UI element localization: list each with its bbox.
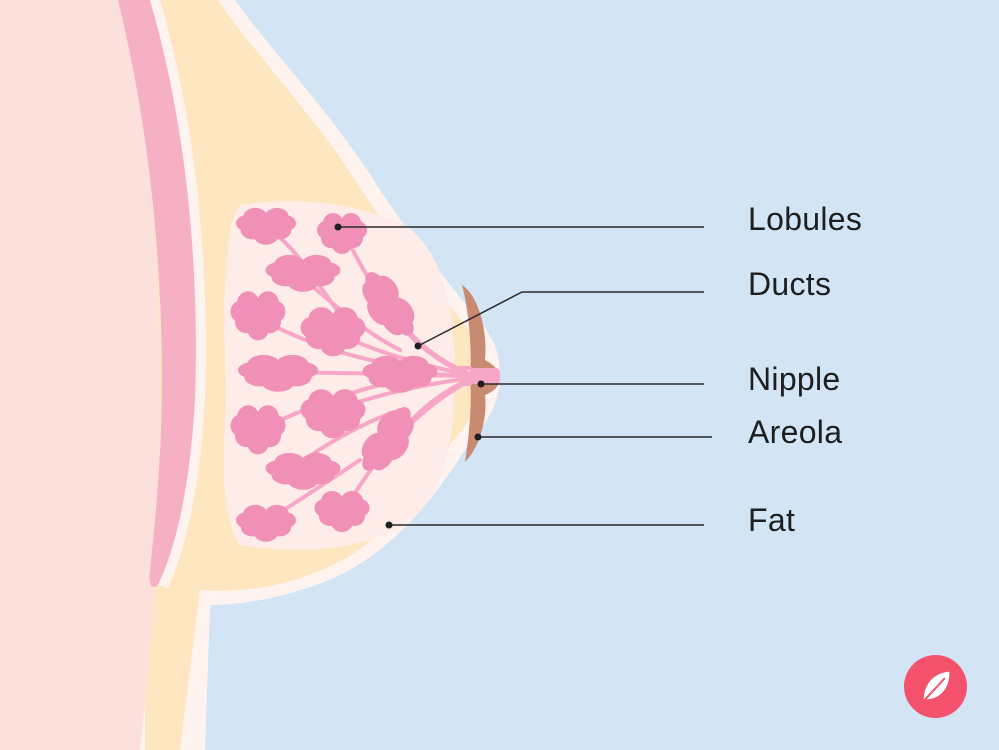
lobules-label: Lobules: [748, 201, 863, 237]
feather-icon: [904, 655, 967, 718]
pectoral-muscle: [118, 0, 196, 587]
ducts-dot: [414, 342, 422, 350]
leader-dots: [334, 223, 485, 529]
fat-dot: [385, 521, 393, 529]
nipple-label: Nipple: [748, 361, 841, 397]
nipple: [470, 368, 500, 384]
areola-dot: [474, 433, 482, 441]
ducts-label: Ducts: [748, 266, 832, 302]
fat-label: Fat: [748, 502, 796, 538]
lobules-dot: [334, 223, 342, 231]
muscle-rim: [150, 0, 206, 588]
chest-wall: [0, 0, 160, 750]
areola-label: Areola: [748, 414, 843, 450]
ducts-leader-line: [417, 291, 704, 347]
nipple-dot: [477, 380, 485, 388]
leader-lines: [338, 226, 712, 526]
